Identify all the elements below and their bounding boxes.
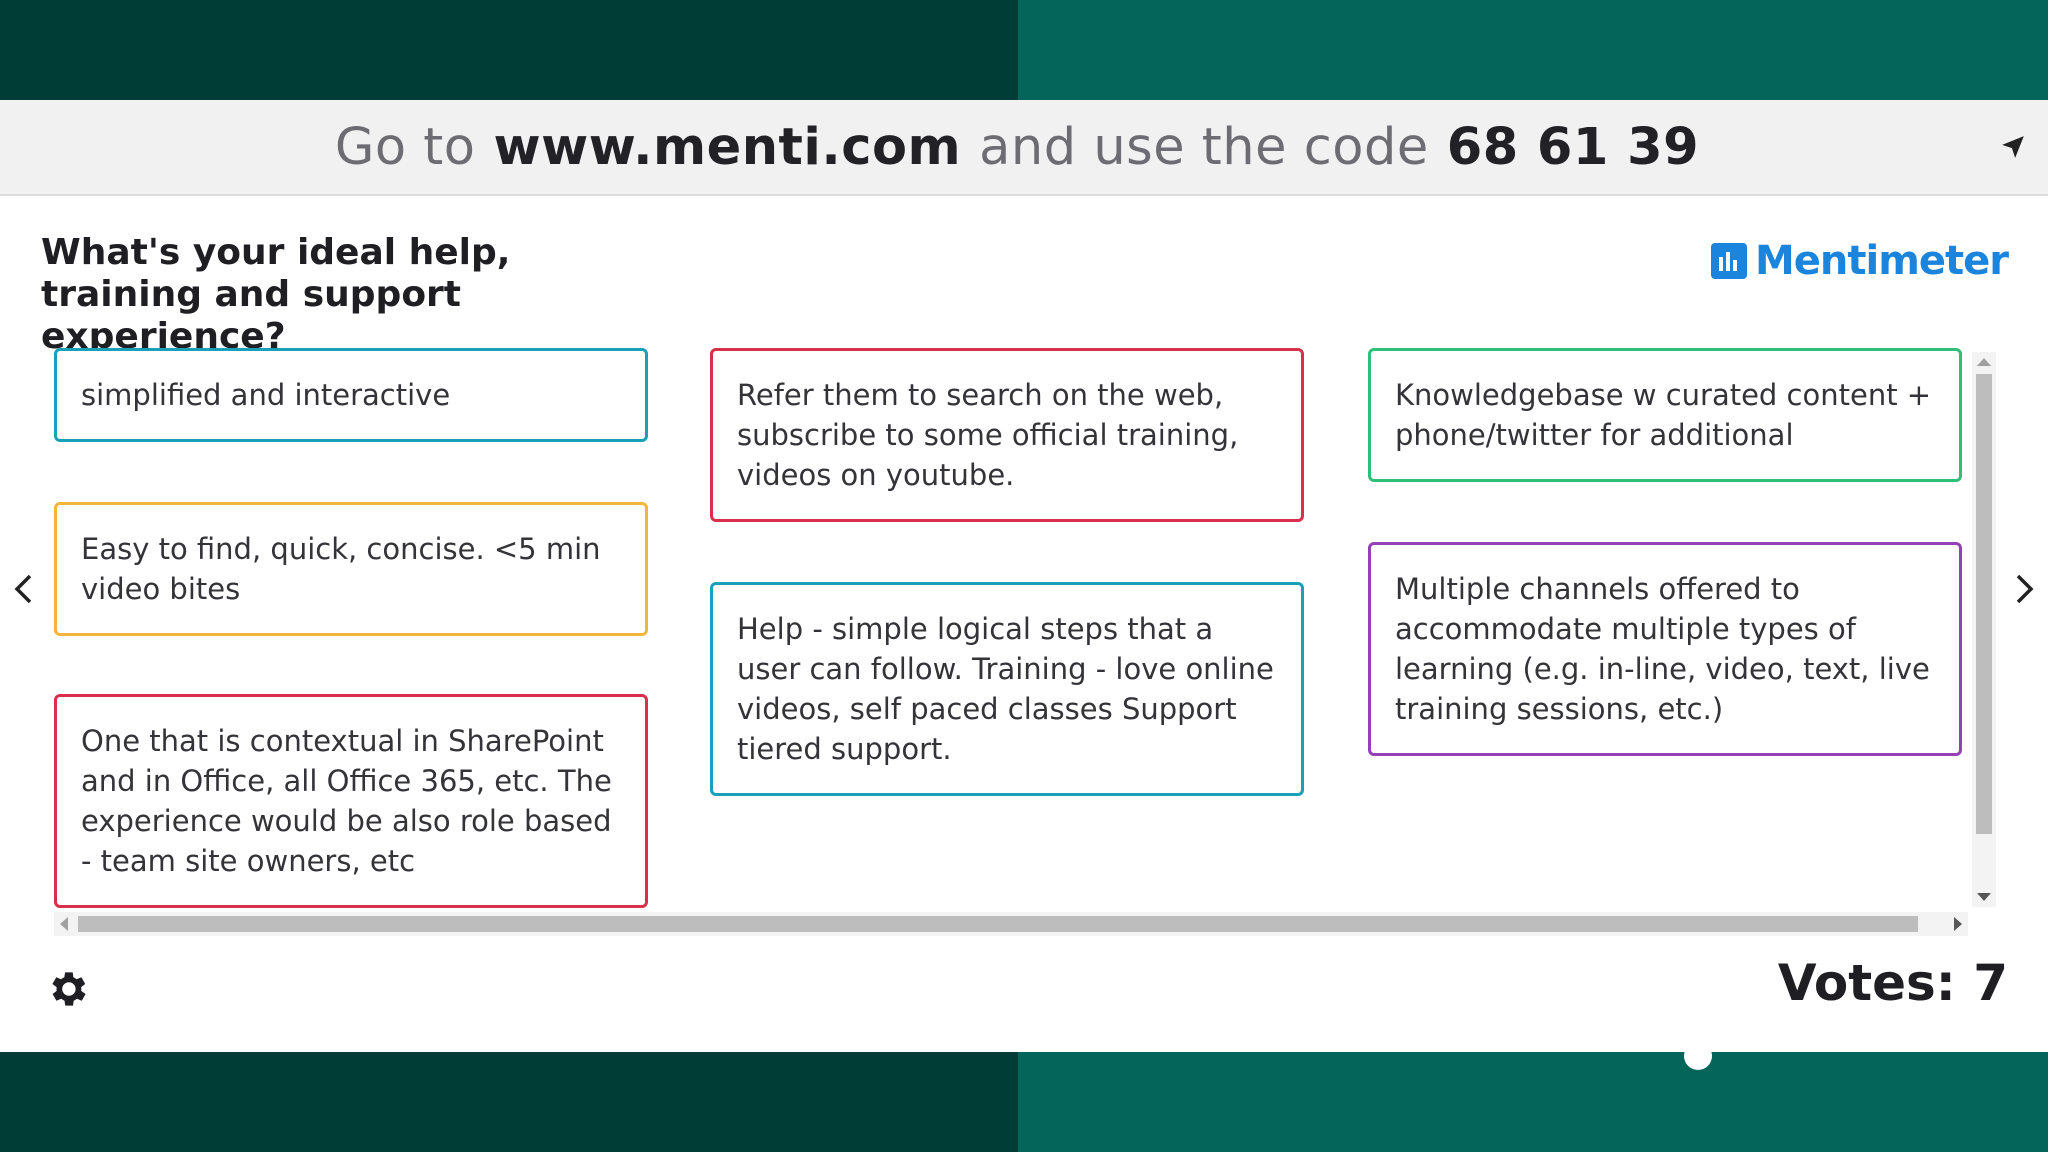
response-card: Refer them to search on the web, subscri… <box>710 348 1304 522</box>
response-card: Help - simple logical steps that a user … <box>710 582 1304 796</box>
response-card: Easy to find, quick, concise. <5 min vid… <box>54 502 648 636</box>
join-prefix: Go to <box>334 117 476 177</box>
join-code-bar: Go to www.menti.com and use the code 68 … <box>0 100 2048 196</box>
top-background-band <box>0 0 2048 100</box>
votes-counter: Votes: 7 <box>1777 954 2008 1012</box>
responses-area: simplified and interactive Easy to find,… <box>40 348 1972 908</box>
chevron-right-icon[interactable] <box>2010 564 2040 614</box>
response-card: simplified and interactive <box>54 348 648 442</box>
response-text: Knowledgebase w curated content + phone/… <box>1395 378 1932 452</box>
mentimeter-bars-icon <box>1710 243 1747 279</box>
response-card: Knowledgebase w curated content + phone/… <box>1368 348 1962 482</box>
response-card: One that is contextual in SharePoint and… <box>54 694 648 908</box>
band-left <box>0 0 1018 100</box>
band-left <box>0 1052 1018 1152</box>
horizontal-scroll-thumb[interactable] <box>78 916 1918 932</box>
chevron-left-icon[interactable] <box>8 564 38 614</box>
response-card: Multiple channels offered to accommodate… <box>1368 542 1962 756</box>
vertical-scroll-thumb[interactable] <box>1976 374 1992 834</box>
scroll-right-arrow-icon[interactable] <box>1954 917 1962 931</box>
slide: What's your ideal help, training and sup… <box>0 196 2048 1052</box>
send-arrow-icon[interactable] <box>2000 134 2026 160</box>
join-code: 68 61 39 <box>1446 117 1700 177</box>
logo-wordmark: Mentimeter <box>1754 238 2009 284</box>
horizontal-scrollbar[interactable] <box>54 912 1968 936</box>
response-text: Refer them to search on the web, subscri… <box>737 378 1239 492</box>
progress-dot[interactable] <box>1684 1042 1712 1070</box>
response-text: Help - simple logical steps that a user … <box>737 612 1274 766</box>
scroll-up-arrow-icon[interactable] <box>1977 358 1991 366</box>
response-text: One that is contextual in SharePoint and… <box>81 724 612 878</box>
bottom-background-band <box>0 1052 2048 1152</box>
gear-icon[interactable] <box>44 966 90 1012</box>
vertical-scrollbar[interactable] <box>1972 352 1996 907</box>
question-title: What's your ideal help, training and sup… <box>41 232 511 357</box>
band-right <box>1018 0 2048 100</box>
response-text: simplified and interactive <box>81 378 451 412</box>
scroll-left-arrow-icon[interactable] <box>60 917 68 931</box>
response-text: Easy to find, quick, concise. <5 min vid… <box>81 532 601 606</box>
join-site: www.menti.com <box>493 117 962 177</box>
mentimeter-logo: Mentimeter <box>1710 238 2009 284</box>
response-text: Multiple channels offered to accommodate… <box>1395 572 1930 726</box>
band-right <box>1018 1052 2048 1152</box>
scroll-down-arrow-icon[interactable] <box>1977 893 1991 901</box>
join-middle: and use the code <box>979 117 1429 177</box>
